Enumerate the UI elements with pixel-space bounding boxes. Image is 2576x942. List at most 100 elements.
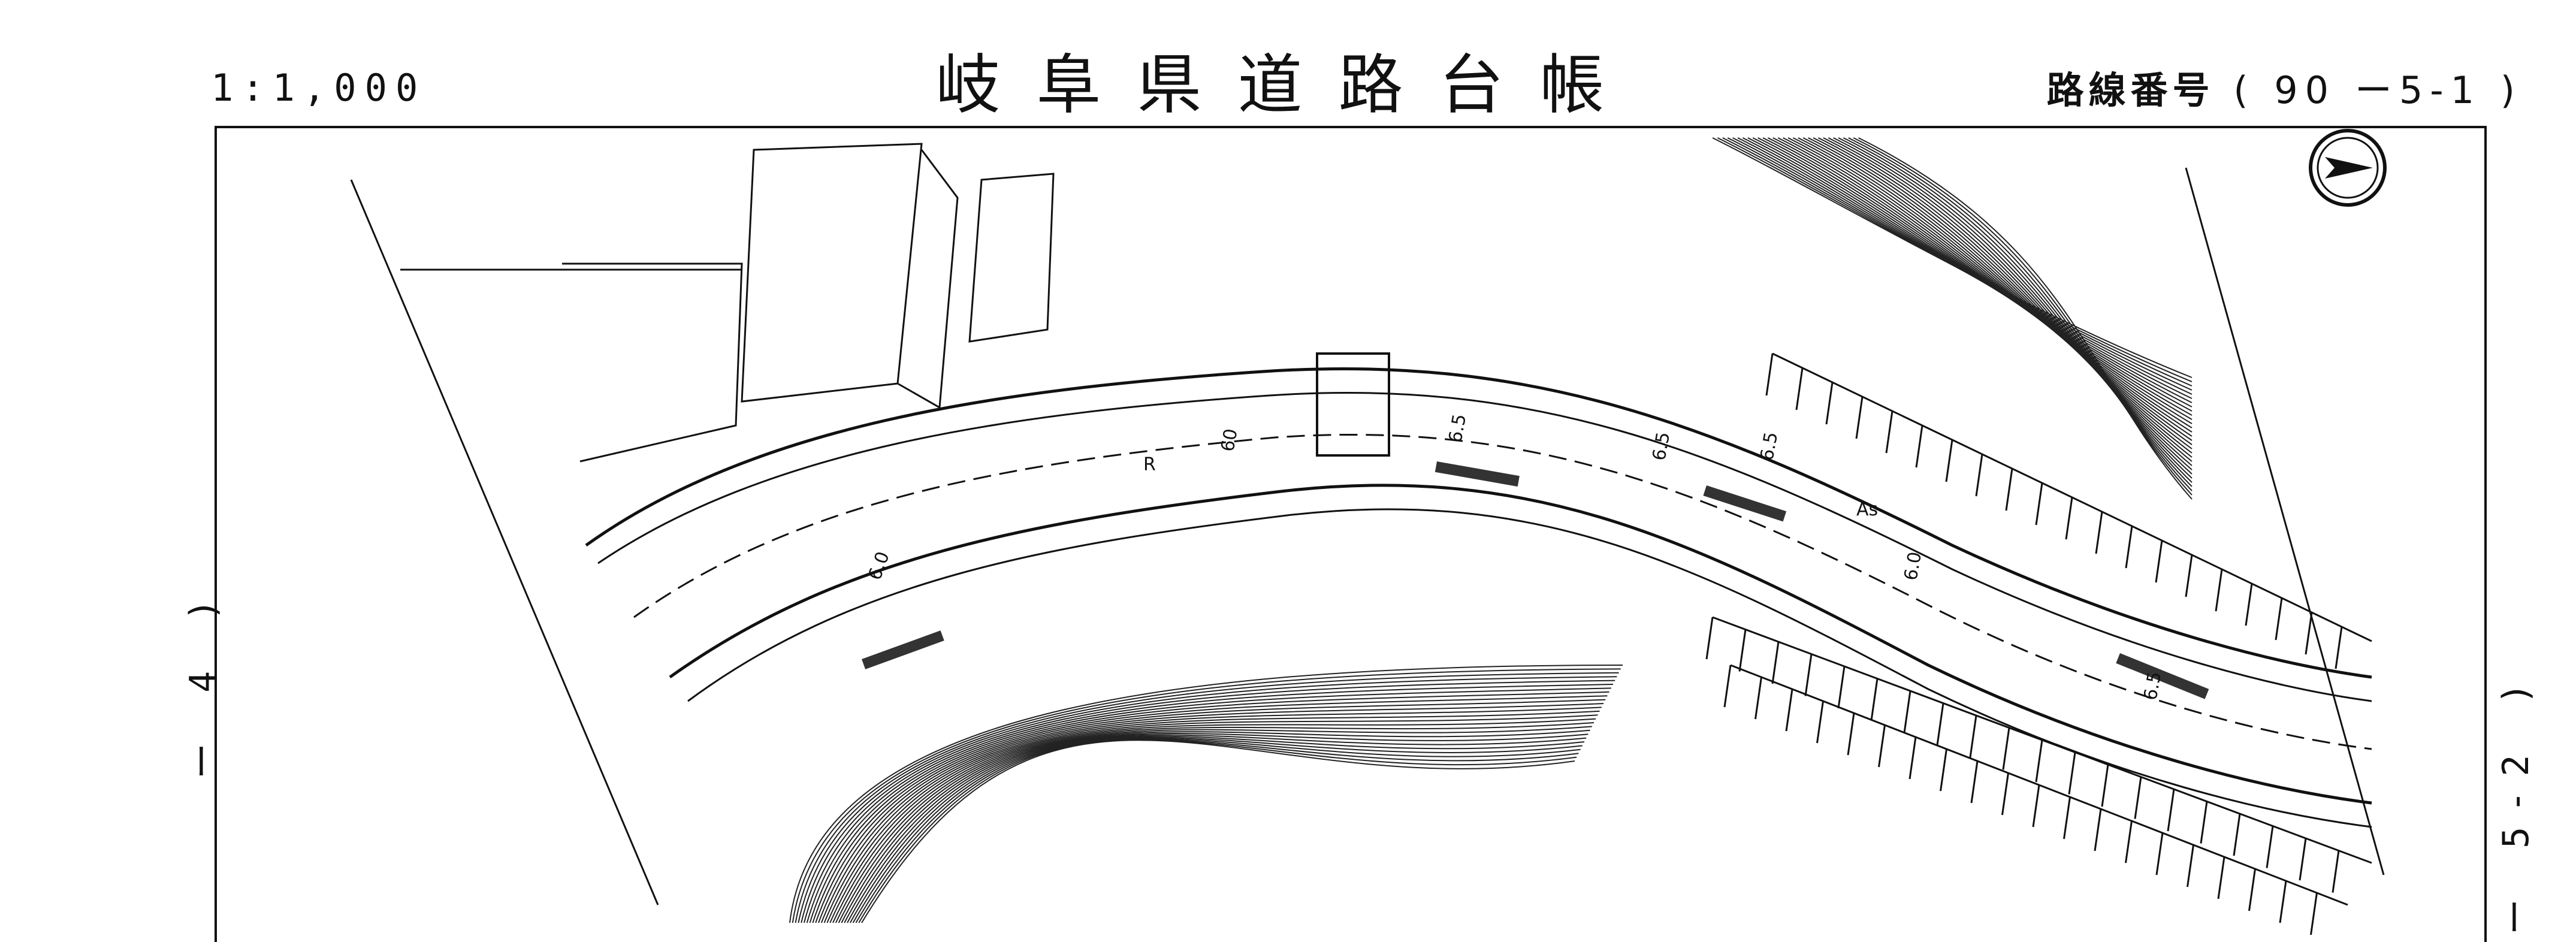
slope-rung xyxy=(1804,654,1813,696)
slope-rung xyxy=(2248,868,2256,911)
contour-line xyxy=(1858,137,2193,500)
slope-rung xyxy=(1903,690,1911,733)
slope-rung xyxy=(1975,454,1983,497)
slope-rung xyxy=(1816,701,1824,744)
contour-line xyxy=(804,684,1614,923)
slope-rung xyxy=(1837,666,1846,709)
contour-line xyxy=(1798,137,2193,449)
contour-line xyxy=(1833,137,2193,479)
slope-rung xyxy=(2200,801,2208,844)
slope-rung xyxy=(1855,396,1864,439)
slope-rung xyxy=(2167,789,2175,832)
route-number-label: 路線番号 xyxy=(2046,68,2215,112)
slope-rung xyxy=(1847,712,1855,756)
slope-rung xyxy=(1945,439,1953,482)
contour-line xyxy=(1742,137,2193,403)
contour-line xyxy=(835,726,1592,923)
slope-rung xyxy=(2094,808,2102,852)
contour-line xyxy=(1757,137,2193,416)
contour-line xyxy=(801,680,1615,923)
route-number: 路線番号 ( 90 ー5-1 ) xyxy=(2047,60,2522,114)
slope-rung xyxy=(1885,410,1894,454)
culvert-marks xyxy=(862,461,2209,699)
slope-rung xyxy=(1970,760,1979,804)
slope-rung xyxy=(1705,617,1714,660)
map-label: 60 xyxy=(1217,427,1242,454)
slope-rung xyxy=(1936,703,1944,745)
contour-line xyxy=(1767,137,2193,424)
coverage-edge-right xyxy=(2185,167,2385,875)
slope-rung xyxy=(2002,727,2010,770)
contour-line xyxy=(858,739,1577,923)
map-frame xyxy=(215,126,2487,942)
slope-rung xyxy=(1723,665,1732,708)
slope-rung xyxy=(2101,764,2109,807)
contour-line xyxy=(789,665,1623,923)
sheet-title: 岐阜県道路台帳 xyxy=(935,48,1641,123)
map-label: As xyxy=(1856,499,1878,520)
map-label: 6.5 xyxy=(1445,412,1470,444)
contour-line xyxy=(1802,137,2193,454)
slope-rung xyxy=(1765,353,1774,396)
slope-rung xyxy=(2299,838,2307,881)
slope-rung xyxy=(2215,569,2223,612)
slope-rung xyxy=(2332,850,2340,893)
slope-rung xyxy=(1908,736,1917,780)
contour-line xyxy=(1732,137,2193,395)
slope-rung xyxy=(2155,540,2163,583)
scale-label: 1:1,000 xyxy=(211,66,427,110)
contour-line xyxy=(820,707,1602,923)
contour-line xyxy=(1727,137,2193,391)
slope-rung xyxy=(1969,715,1977,758)
contour-line xyxy=(849,736,1583,923)
slope-rung xyxy=(2266,826,2274,868)
contour-line xyxy=(829,718,1596,923)
map-label: 6.0 xyxy=(865,549,894,583)
contour-line xyxy=(1792,137,2193,445)
contour-line xyxy=(1737,137,2193,399)
map-label: 6.5 xyxy=(2140,670,2166,702)
slope-rung xyxy=(1771,641,1780,684)
contour-line xyxy=(1762,137,2193,420)
coverage-edge-left xyxy=(350,179,659,905)
slope-rung xyxy=(2068,752,2076,795)
slope-rung xyxy=(1878,724,1886,768)
contour-line xyxy=(792,668,1621,923)
contour-line xyxy=(1772,137,2193,428)
slope-rung xyxy=(2279,880,2287,923)
map-label: 6.5 xyxy=(1648,430,1674,462)
slope-rung xyxy=(2005,468,2013,511)
contour-line xyxy=(861,739,1575,923)
contour-line xyxy=(1808,137,2193,458)
contour-line xyxy=(795,672,1619,923)
slope-rung xyxy=(2245,583,2253,626)
contour-line xyxy=(1752,137,2193,412)
parcels xyxy=(400,143,1055,463)
map-label: R xyxy=(1143,454,1156,475)
slope-rung xyxy=(2065,497,2073,540)
contour-line xyxy=(847,735,1585,923)
slope-rung xyxy=(2305,612,2313,655)
contour-line xyxy=(1823,137,2193,470)
contour-line xyxy=(815,699,1606,923)
contour-line xyxy=(812,695,1608,923)
contour-line xyxy=(841,733,1589,923)
contour-line xyxy=(1777,137,2193,433)
contour-line xyxy=(806,687,1611,923)
contour-line xyxy=(1848,137,2193,491)
slope-rung xyxy=(1870,678,1879,721)
slope-rung xyxy=(1940,748,1947,792)
contour-line xyxy=(1783,137,2193,437)
contour-line xyxy=(1813,137,2193,462)
slope-rung xyxy=(2035,482,2043,526)
contour-line xyxy=(838,729,1590,923)
contour-line xyxy=(818,703,1604,923)
road-labels: R 60 6.0 6.5 6.5 As 6.0 6.5 6.5 xyxy=(865,412,2166,702)
contour-line xyxy=(1828,137,2193,475)
contour-line xyxy=(1787,137,2193,441)
contour-line xyxy=(823,710,1600,923)
map-label: 6.5 xyxy=(1756,430,1782,462)
slope-rung xyxy=(2275,597,2283,641)
route-number-value: ( 90 ー5-1 ) xyxy=(2233,68,2522,112)
contour-lines xyxy=(789,137,2193,923)
